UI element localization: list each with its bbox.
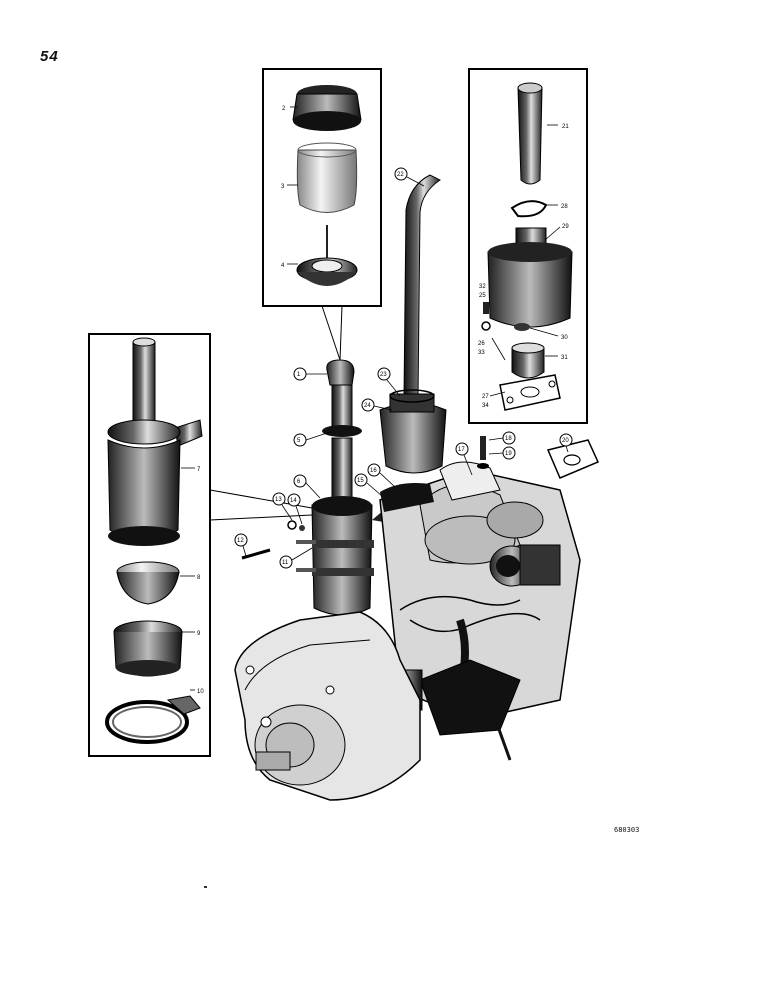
detail-box-top-right: 21 28 29 30 31 32 25 26 33 27 34: [468, 68, 588, 424]
gasket-20: [546, 439, 600, 479]
callout-22: 22: [397, 172, 404, 178]
callout-21: 21: [562, 124, 569, 130]
callout-3: 3: [281, 184, 285, 190]
callout-17: 17: [458, 447, 465, 453]
cap-part: [292, 85, 362, 131]
callout-30: 30: [561, 335, 568, 341]
callout-1: 1: [297, 372, 301, 378]
callout-27: 27: [482, 394, 489, 400]
callout-12: 12: [237, 538, 244, 544]
callout-33: 33: [478, 350, 485, 356]
callout-5: 5: [297, 438, 301, 444]
callout-26: 26: [478, 341, 485, 347]
callout-29: 29: [562, 224, 569, 230]
exhaust-stack: [379, 174, 447, 474]
callout-25: 25: [479, 293, 486, 299]
callout-10: 10: [197, 689, 204, 695]
oil-cup-part: [116, 561, 180, 605]
callout-14: 14: [290, 498, 297, 504]
callout-15: 15: [357, 478, 364, 484]
callout-24: 24: [364, 403, 371, 409]
callout-28: 28: [561, 204, 568, 210]
figure-code: 680303: [614, 826, 640, 834]
callout-23: 23: [380, 372, 387, 378]
callout-16: 16: [370, 468, 377, 474]
callout-20: 20: [562, 438, 569, 444]
callout-31: 31: [561, 355, 568, 361]
callout-7: 7: [197, 467, 201, 473]
callout-2: 2: [282, 106, 286, 112]
flywheel-housing: [234, 611, 421, 801]
callout-18: 18: [505, 436, 512, 442]
main-callouts: 1 5 6 13 14 12 11 22 23 24: [234, 167, 573, 569]
generator: [489, 544, 561, 587]
callout-8: 8: [197, 575, 201, 581]
page-number: 54: [40, 48, 59, 65]
callout-11: 11: [282, 560, 289, 566]
air-cleaner-body-part: [107, 337, 203, 546]
callout-6: 6: [297, 479, 301, 485]
callout-4: 4: [281, 263, 285, 269]
callout-34: 34: [482, 403, 489, 409]
exhaust-pipe-part: [517, 82, 543, 185]
bowl-base-part: [296, 225, 358, 286]
retainer-ring-part: [113, 620, 183, 677]
glass-bowl-part: [296, 142, 358, 213]
callout-19: 19: [505, 451, 512, 457]
main-assembly: [234, 174, 600, 801]
hose-clamp-part: [105, 695, 201, 744]
detail-box-left: 7 8 9 10: [88, 333, 211, 757]
callout-9: 9: [197, 631, 201, 637]
callout-32: 32: [479, 284, 486, 290]
callout-13: 13: [275, 497, 282, 503]
muffler-part: [487, 227, 573, 328]
detail-box-top-center: 2 3 4: [262, 68, 382, 307]
